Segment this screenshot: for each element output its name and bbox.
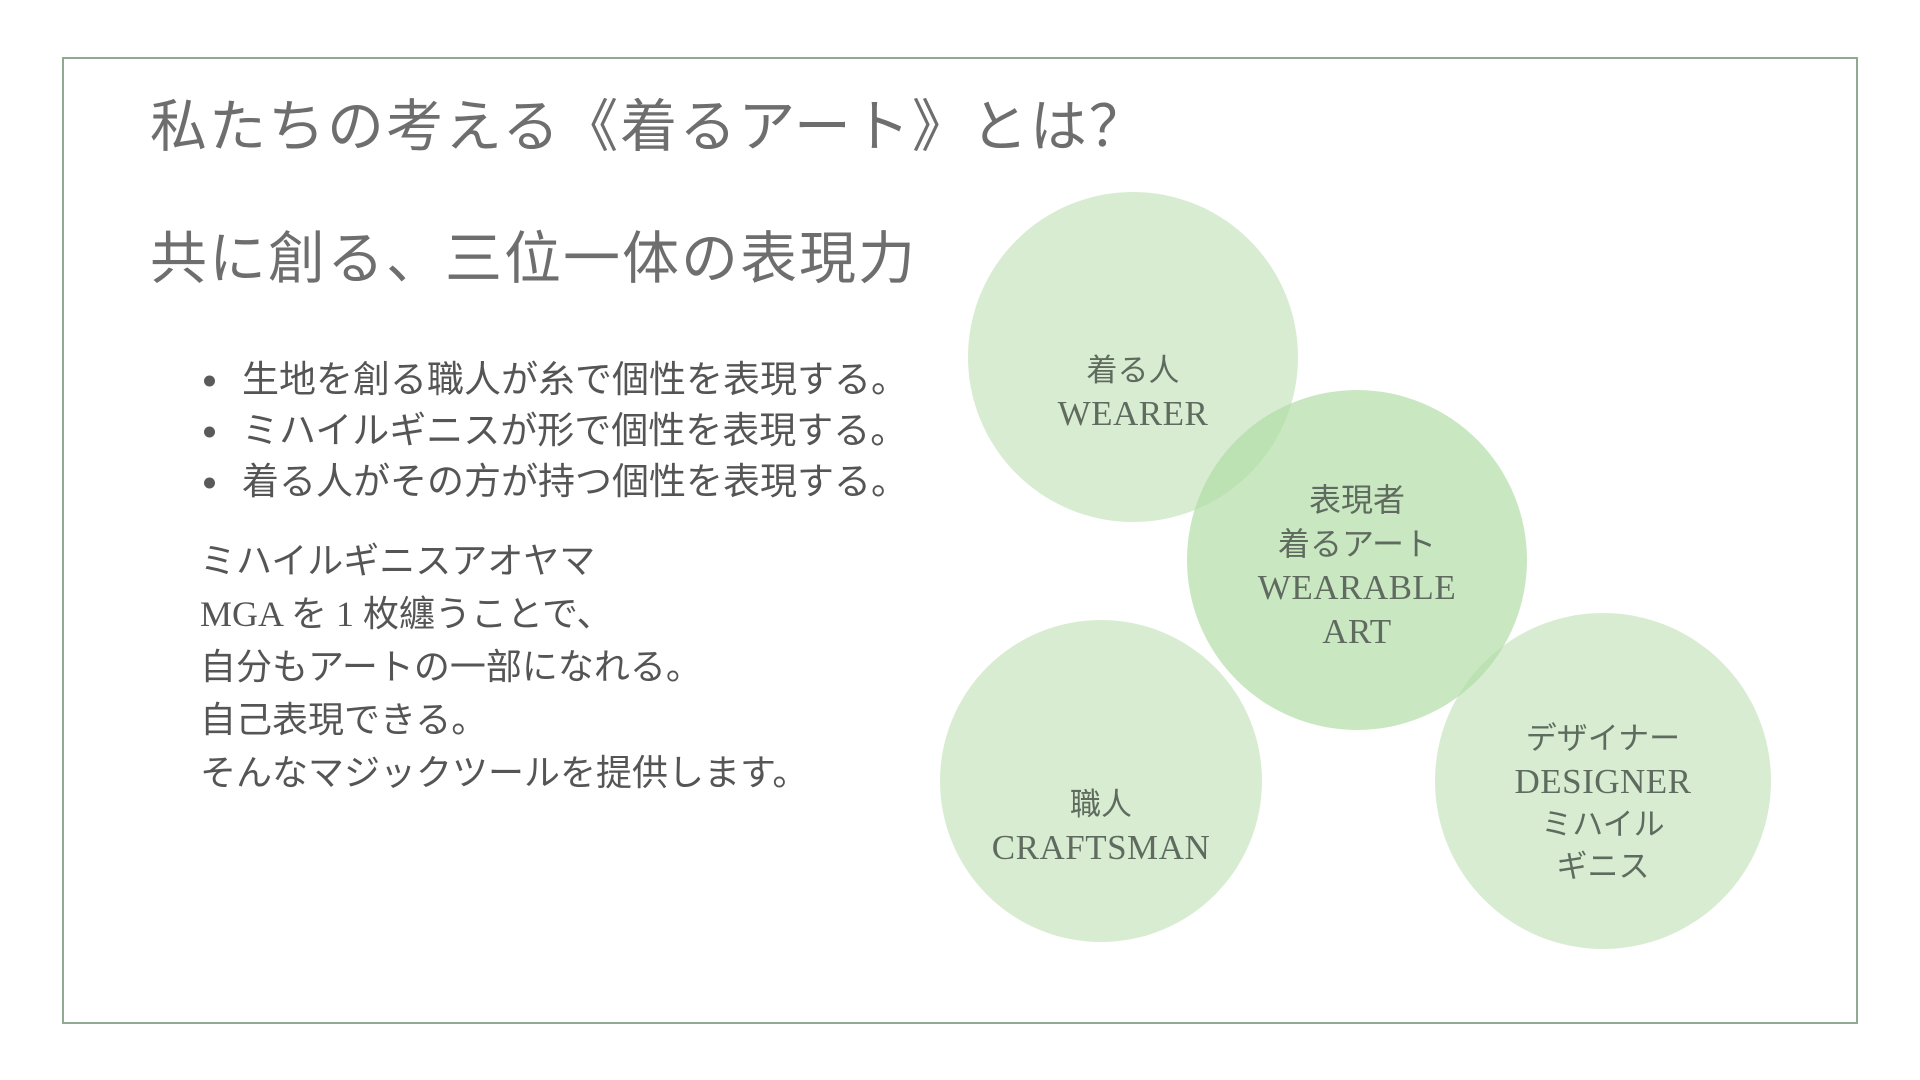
venn-label: WEARER (1057, 394, 1209, 433)
venn-label: DESIGNER (1514, 762, 1692, 801)
venn-diagram: 着る人 WEARER 職人 CRAFTSMAN デザイナー DESIGNER ミ… (940, 170, 1790, 980)
venn-label: 職人 (1069, 787, 1132, 822)
list-item: ミハイルギニスが形で個性を表現する。 (198, 406, 908, 457)
list-item: 生地を創る職人が糸で個性を表現する。 (198, 355, 908, 406)
venn-circle-wearer: 着る人 WEARER (968, 192, 1298, 522)
list-item-label: 着る人がその方が持つ個性を表現する。 (242, 462, 908, 503)
page-title-line-2: 共に創る、三位一体の表現力 (150, 228, 917, 291)
bullet-dot-icon (204, 426, 215, 437)
page-title-line-1: 私たちの考える《着るアート》とは？ (150, 96, 1148, 159)
venn-circle-wearable-art-labels: 表現者 着るアート WEARABLE ART (1258, 478, 1456, 654)
venn-label: CRAFTSMAN (991, 828, 1211, 867)
venn-label: ミハイル (1541, 807, 1665, 842)
paragraph-block: ミハイルギニスアオヤマ MGA を 1 枚纏うことで、 自分もアートの一部になれ… (170, 535, 808, 800)
paragraph-line: 自己表現できる。 (200, 700, 488, 740)
venn-label: WEARABLE (1257, 568, 1457, 607)
venn-label: 着るアート (1277, 526, 1437, 562)
paragraph-line: ミハイルギニスアオヤマ (200, 541, 596, 581)
list-item: 着る人がその方が持つ個性を表現する。 (198, 457, 908, 508)
venn-circle-designer-labels: デザイナー DESIGNER ミハイル ギニス (1514, 718, 1691, 888)
bullet-list: 生地を創る職人が糸で個性を表現する。 ミハイルギニスが形で個性を表現する。 着る… (198, 355, 908, 508)
venn-circle-wearable-art: 表現者 着るアート WEARABLE ART (1187, 390, 1527, 730)
paragraph-line: そんなマジックツールを提供します。 (200, 753, 809, 793)
venn-circle-craftsman: 職人 CRAFTSMAN (940, 620, 1262, 942)
venn-label: デザイナー (1525, 721, 1681, 756)
venn-label: 着る人 (1086, 353, 1180, 388)
list-item-label: 生地を創る職人が糸で個性を表現する。 (242, 360, 908, 401)
bullet-dot-icon (204, 375, 215, 386)
venn-label: ギニス (1556, 849, 1650, 884)
venn-circle-wearer-labels: 着る人 WEARER (1058, 350, 1209, 436)
bullet-dot-icon (204, 477, 215, 488)
venn-circle-designer: デザイナー DESIGNER ミハイル ギニス (1435, 613, 1771, 949)
venn-label: 表現者 (1308, 482, 1405, 518)
paragraph-line: 自分もアートの一部になれる。 (200, 647, 702, 687)
list-item-label: ミハイルギニスが形で個性を表現する。 (242, 411, 908, 452)
paragraph-line: MGA を 1 枚纏うことで、 (200, 594, 613, 634)
venn-circle-craftsman-labels: 職人 CRAFTSMAN (992, 784, 1210, 870)
venn-label: ART (1322, 612, 1392, 651)
slide-border-frame (62, 57, 1858, 1024)
